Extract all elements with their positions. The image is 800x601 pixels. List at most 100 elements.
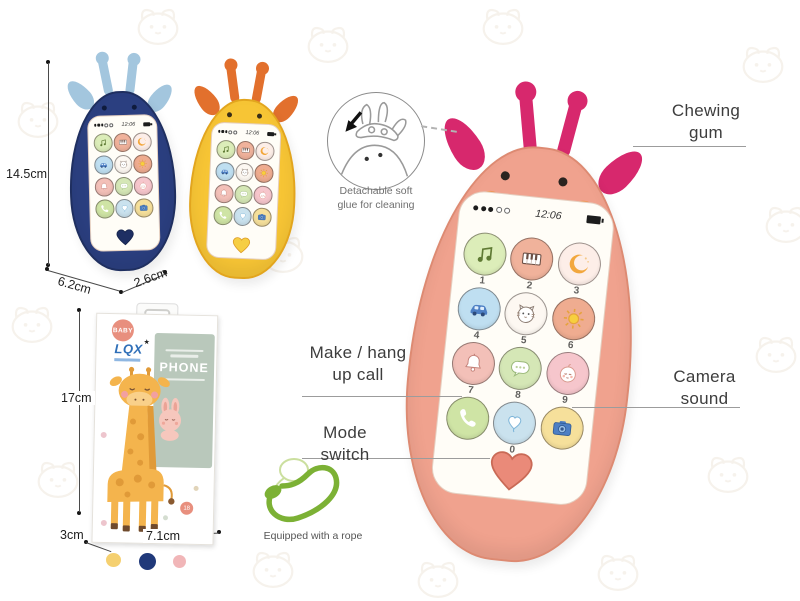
chat-icon xyxy=(507,355,534,382)
phone-icon xyxy=(454,404,481,431)
mode-switch-leader-line xyxy=(302,458,490,459)
toy-key: 3 xyxy=(554,240,603,298)
variant-dot-yellow xyxy=(106,553,121,567)
screen-status-bar: 12:06 xyxy=(218,128,275,137)
toy-key xyxy=(252,207,272,227)
glue-sketch xyxy=(340,101,409,177)
clock-time: 12:06 xyxy=(245,129,260,137)
cat-face-watermark xyxy=(758,200,800,246)
cat-face-watermark xyxy=(30,455,86,501)
toy-key: 5 xyxy=(502,290,551,348)
heart-mode-button xyxy=(232,237,251,254)
dimension-endpoint xyxy=(163,270,167,274)
dimension-endpoint xyxy=(46,263,50,267)
battery-icon xyxy=(586,215,602,225)
bunny-illustration xyxy=(159,397,182,441)
star-icon: ★ xyxy=(143,339,150,346)
package-height-label: 17cm xyxy=(58,391,95,405)
make-call-label: Make / hang up call xyxy=(309,343,407,385)
toy-key: 4 xyxy=(94,155,114,175)
toy-key: 7 xyxy=(214,183,234,204)
camera-sound-label: Camera sound xyxy=(673,367,736,409)
chat-icon xyxy=(118,181,129,192)
dimension-endpoint xyxy=(217,530,221,534)
toy-key: 6 xyxy=(549,295,598,353)
package-width-label: 7.1cm xyxy=(143,529,184,543)
sun-icon xyxy=(137,158,148,169)
toy-key: 1 xyxy=(216,139,236,160)
cat-face-watermark xyxy=(4,300,60,346)
brand-tagline-bar xyxy=(114,358,141,362)
car-icon xyxy=(99,159,110,170)
phone-icon xyxy=(218,210,229,221)
retail-package: BABY LQX★ PHONE xyxy=(89,298,219,546)
age-badge: 18 xyxy=(180,501,194,515)
cat-face-watermark xyxy=(735,40,791,86)
mode-switch-label: Mode switch xyxy=(320,423,370,465)
toy-key: 4 xyxy=(215,161,235,182)
toy-key: 7 xyxy=(95,177,115,197)
package-height-line xyxy=(79,311,80,512)
toy-key: 5 xyxy=(234,162,255,182)
giraffe-eye xyxy=(500,170,511,181)
baby-icon xyxy=(138,180,149,191)
dimension-endpoint xyxy=(77,308,81,312)
cat-face-watermark xyxy=(10,95,66,141)
toy-keypad: 1 2 xyxy=(93,132,154,219)
key-number xyxy=(537,447,581,462)
balloon-icon xyxy=(501,409,528,436)
yellow-giraffe-phone: 12:06 1 xyxy=(178,57,311,282)
camera-icon xyxy=(256,212,267,223)
baby-icon xyxy=(257,190,268,201)
car-icon xyxy=(466,295,493,322)
brand-logo: LQX★ xyxy=(114,340,150,362)
toy-key xyxy=(134,198,154,218)
camera-sound-leader-line xyxy=(572,407,740,408)
toy-keypad: 1 2 xyxy=(213,139,275,227)
giraffe-antler-icon xyxy=(251,60,270,105)
package-depth-line xyxy=(85,542,112,553)
cat-icon xyxy=(118,159,129,170)
heart-mode-button xyxy=(116,229,134,246)
moon-icon xyxy=(259,146,270,157)
piano-icon xyxy=(240,145,251,156)
cat-face-watermark xyxy=(300,20,356,66)
music-icon xyxy=(471,240,498,267)
giraffe-antler-icon xyxy=(513,80,538,154)
giraffe-antler-icon xyxy=(124,52,141,96)
bell-icon xyxy=(460,350,487,377)
sun-icon xyxy=(258,168,269,179)
giraffe-eye xyxy=(131,104,137,110)
balloon-icon xyxy=(237,211,248,222)
moon-icon xyxy=(566,250,593,277)
heart-mode-button xyxy=(490,451,533,491)
toy-key xyxy=(95,199,115,219)
variant-dot-navy xyxy=(139,553,156,570)
chewing-gum-label: Chewing gum xyxy=(671,101,741,143)
screen-status-bar: 12:06 xyxy=(473,200,602,227)
cat-icon xyxy=(239,167,250,178)
floral-dot xyxy=(100,431,107,439)
sun-icon xyxy=(560,305,587,332)
giraffe-eye xyxy=(256,113,263,119)
toy-key: 1 xyxy=(460,230,509,289)
bell-icon xyxy=(219,188,230,199)
key-number xyxy=(443,437,487,452)
pink-giraffe-phone: 12:06 1 xyxy=(378,77,664,589)
dimension-endpoint xyxy=(77,511,81,515)
make-call-leader-line xyxy=(302,396,462,397)
phone-screen: 12:06 1 xyxy=(205,121,282,261)
cat-face-watermark xyxy=(700,450,756,496)
screen-status-bar: 12:06 xyxy=(94,120,151,128)
toy-key: 8 xyxy=(496,344,545,403)
toy-key: 8 xyxy=(114,176,134,196)
giraffe-antler-icon xyxy=(223,57,240,103)
music-icon xyxy=(221,144,232,155)
blue-giraffe-phone: 12:06 1 xyxy=(59,50,189,273)
baby-icon xyxy=(554,360,581,387)
moon-icon xyxy=(137,136,148,147)
phone-height-line xyxy=(48,63,49,265)
toy-keypad: 1 2 xyxy=(441,230,605,463)
dimension-endpoint xyxy=(46,60,50,64)
